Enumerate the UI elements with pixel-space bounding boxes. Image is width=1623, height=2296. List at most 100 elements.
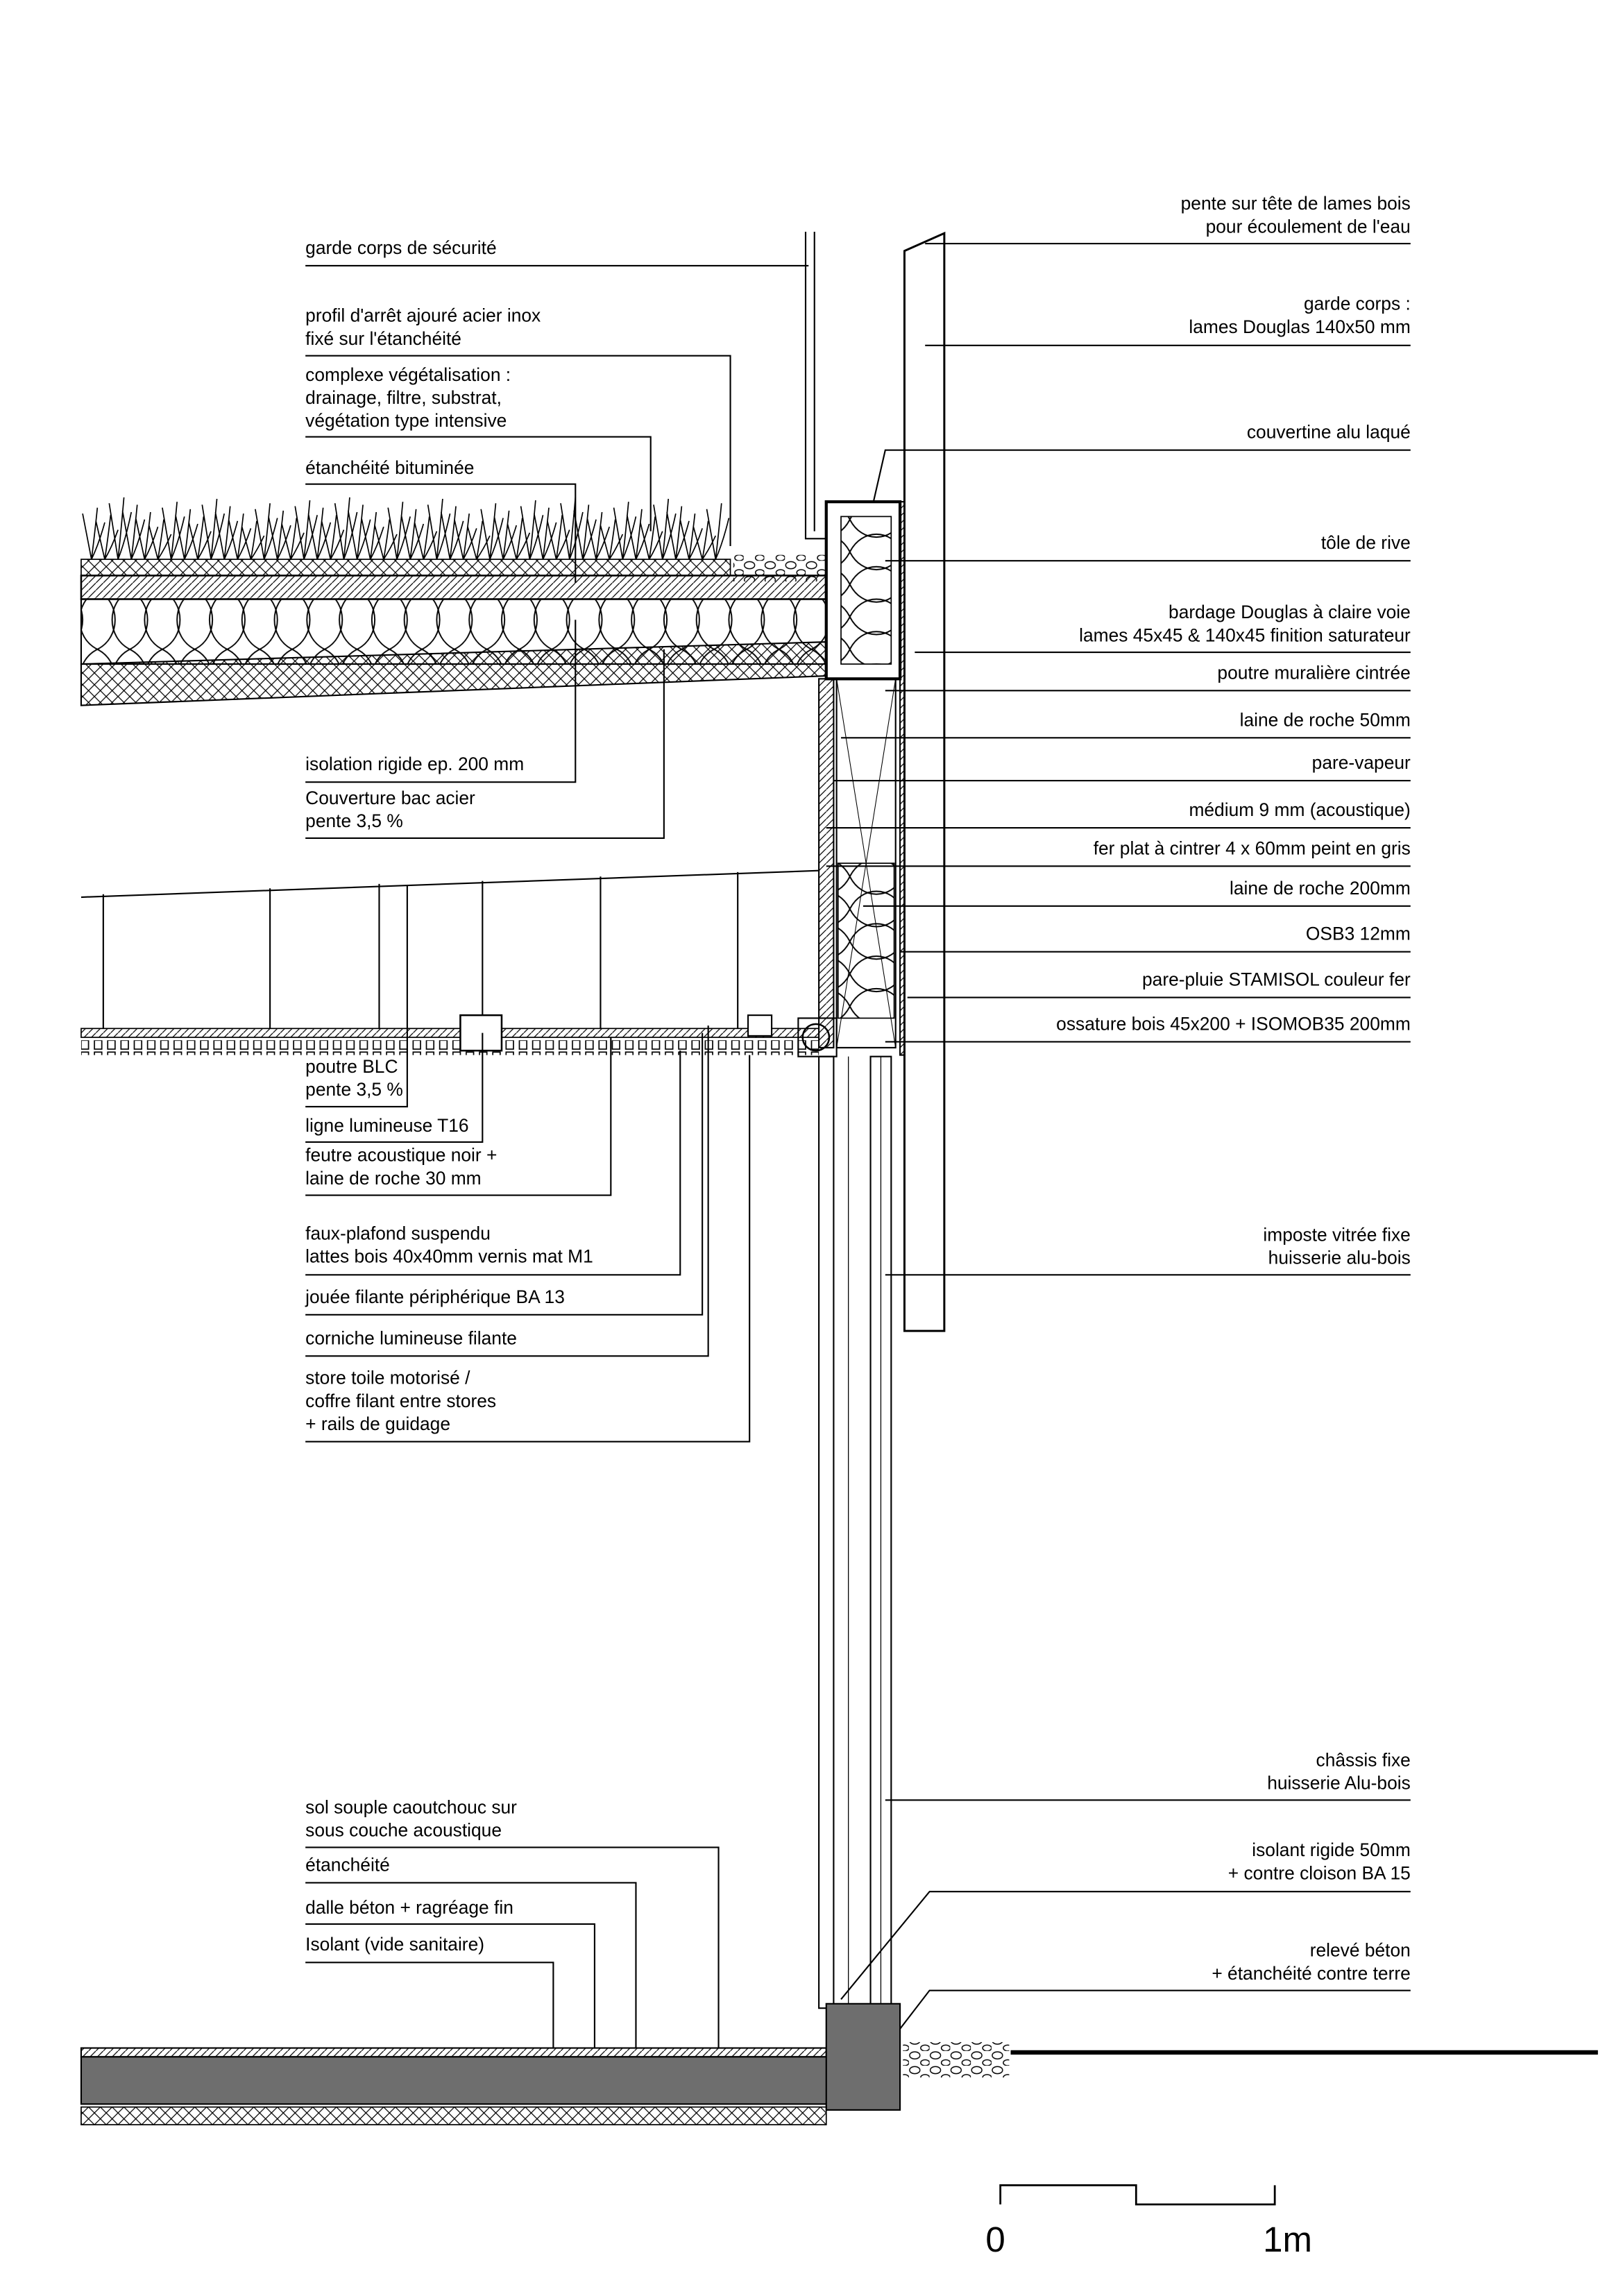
wall-insulation (837, 862, 895, 1019)
right-label-8: médium 9 mm (acoustique) (826, 799, 1411, 829)
label-text: étanchéité (305, 1854, 390, 1875)
label-text: jouée filante périphérique BA 13 (305, 1286, 565, 1307)
annotation-labels: garde corps de sécurité profil d'arrêt aj… (305, 193, 1411, 2048)
label-text: isolant rigide 50mm (1252, 1839, 1411, 1860)
label-text: profil d'arrêt ajouré acier inox (305, 305, 541, 326)
label-text: pente 3,5 % (305, 810, 403, 831)
label-text: store toile motorisé / (305, 1368, 470, 1388)
label-text: végétation type intensive (305, 410, 507, 431)
right-label-6: laine de roche 50mm (841, 709, 1411, 739)
right-label-10: laine de roche 200mm (863, 878, 1411, 907)
leader-line (305, 1962, 554, 2048)
right-label-7: pare-vapeur (833, 752, 1411, 782)
label-text: feutre acoustique noir + (305, 1145, 497, 1166)
label-text: pente 3,5 % (305, 1079, 403, 1100)
label-text: garde corps de sécurité (305, 237, 496, 258)
label-text: pare-pluie STAMISOL couleur fer (1142, 969, 1411, 990)
label-text: laine de roche 30 mm (305, 1168, 481, 1189)
right-label-11: OSB3 12mm (900, 924, 1411, 953)
leader-line (305, 885, 408, 1108)
left-label-3: étanchéité bituminée (305, 457, 577, 584)
substrate-layer (80, 559, 731, 577)
label-text: lattes bois 40x40mm vernis mat M1 (305, 1246, 593, 1267)
label-text: médium 9 mm (acoustique) (1189, 799, 1410, 820)
light-cornice-box (747, 1014, 773, 1037)
leader-line (305, 1026, 709, 1357)
right-label-5: poutre muralière cintrée (885, 662, 1411, 692)
left-label-14: étanchéité (305, 1854, 637, 2048)
label-text: complexe végétalisation : (305, 364, 511, 385)
label-text: drainage, filtre, substrat, (305, 387, 502, 408)
label-text: couvertine alu laqué (1247, 422, 1411, 443)
left-label-13: sol souple caoutchouc sur sous couche aco… (305, 1796, 720, 2048)
wall-lining (818, 678, 835, 1048)
label-text: corniche lumineuse filante (305, 1327, 517, 1348)
label-text: pare-vapeur (1312, 752, 1411, 773)
right-label-1: garde corps :lames Douglas 140x50 mm (925, 294, 1411, 346)
light-line-box (459, 1014, 503, 1052)
label-text: relevé béton (1310, 1940, 1411, 1961)
label-text: sol souple caoutchouc sur (305, 1796, 517, 1817)
label-text: dalle béton + ragréage fin (305, 1897, 513, 1918)
scale-end-label: 1m (1263, 2220, 1312, 2259)
leader-line (305, 483, 577, 584)
left-label-8: feutre acoustique noir +laine de roche 3… (305, 1037, 612, 1196)
left-label-10: jouée filante périphérique BA 13 (305, 1032, 704, 1316)
green-roof (80, 497, 828, 1055)
label-text: coffre filant entre stores (305, 1391, 496, 1411)
floor-finish (80, 2047, 827, 2058)
window-frame (818, 1055, 835, 2009)
label-text: sous couche acoustique (305, 1820, 502, 1841)
leader-line (899, 1989, 1411, 2030)
cladding-plank (903, 231, 946, 1332)
right-label-16: isolant rigide 50mm+ contre cloison BA 1… (840, 1839, 1411, 2000)
label-text: étanchéité bituminée (305, 457, 474, 478)
beam-posts (102, 871, 739, 1029)
label-text: poutre BLC (305, 1056, 398, 1077)
left-label-9: faux-plafond suspendu lattes bois 40x40mm… (305, 1051, 681, 1276)
label-text: lames 45x45 & 140x45 finition saturateur (1079, 624, 1411, 645)
leader-line (305, 1055, 751, 1443)
right-label-3: tôle de rive (885, 532, 1411, 562)
right-label-17: relevé béton+ étanchéité contre terre (899, 1940, 1411, 2030)
leader-line (305, 1846, 720, 2048)
vegetation (82, 497, 730, 560)
label-text: imposte vitrée fixe (1263, 1224, 1410, 1245)
label-text: isolation rigide ep. 200 mm (305, 754, 524, 774)
beam-bottom-line (80, 869, 819, 899)
label-text: laine de roche 200mm (1230, 878, 1411, 899)
right-label-13: ossature bois 45x200 + ISOMOB35 200mm (885, 1013, 1411, 1043)
label-text: huisserie Alu-bois (1267, 1773, 1411, 1794)
wall-frame (835, 678, 897, 1048)
label-text: bardage Douglas à claire voie (1169, 602, 1411, 622)
ground-floor (80, 2002, 1598, 2126)
left-label-2: complexe végétalisation :drainage, filtr… (305, 364, 652, 532)
leader-line (305, 649, 665, 840)
label-text: Isolant (vide sanitaire) (305, 1934, 484, 1955)
acrotere-insulation (840, 516, 892, 665)
left-label-4: isolation rigide ep. 200 mm (305, 620, 577, 783)
label-text: laine de roche 50mm (1240, 709, 1411, 730)
left-label-16: Isolant (vide sanitaire) (305, 1934, 554, 2048)
scale-start-label: 0 (985, 2220, 1005, 2259)
leader-line (305, 1032, 704, 1316)
leader-line (305, 1051, 681, 1276)
timber-wall (797, 231, 946, 2009)
label-text: Couverture bac acier (305, 788, 475, 808)
right-label-12: pare-pluie STAMISOL couleur fer (907, 969, 1411, 998)
ceiling-laths (80, 1040, 819, 1055)
label-text: pour écoulement de l'eau (1206, 216, 1411, 237)
sanitary-void-insulation (80, 2106, 827, 2126)
concrete-upstand (825, 2002, 901, 2111)
right-label-9: fer plat à cintrer 4 x 60mm peint en gri… (826, 837, 1411, 867)
blind-box (801, 1023, 831, 1052)
label-text: faux-plafond suspendu (305, 1223, 491, 1243)
label-text: châssis fixe (1316, 1749, 1411, 1770)
leader-line (305, 1923, 595, 2048)
guardrail-post (804, 232, 826, 540)
